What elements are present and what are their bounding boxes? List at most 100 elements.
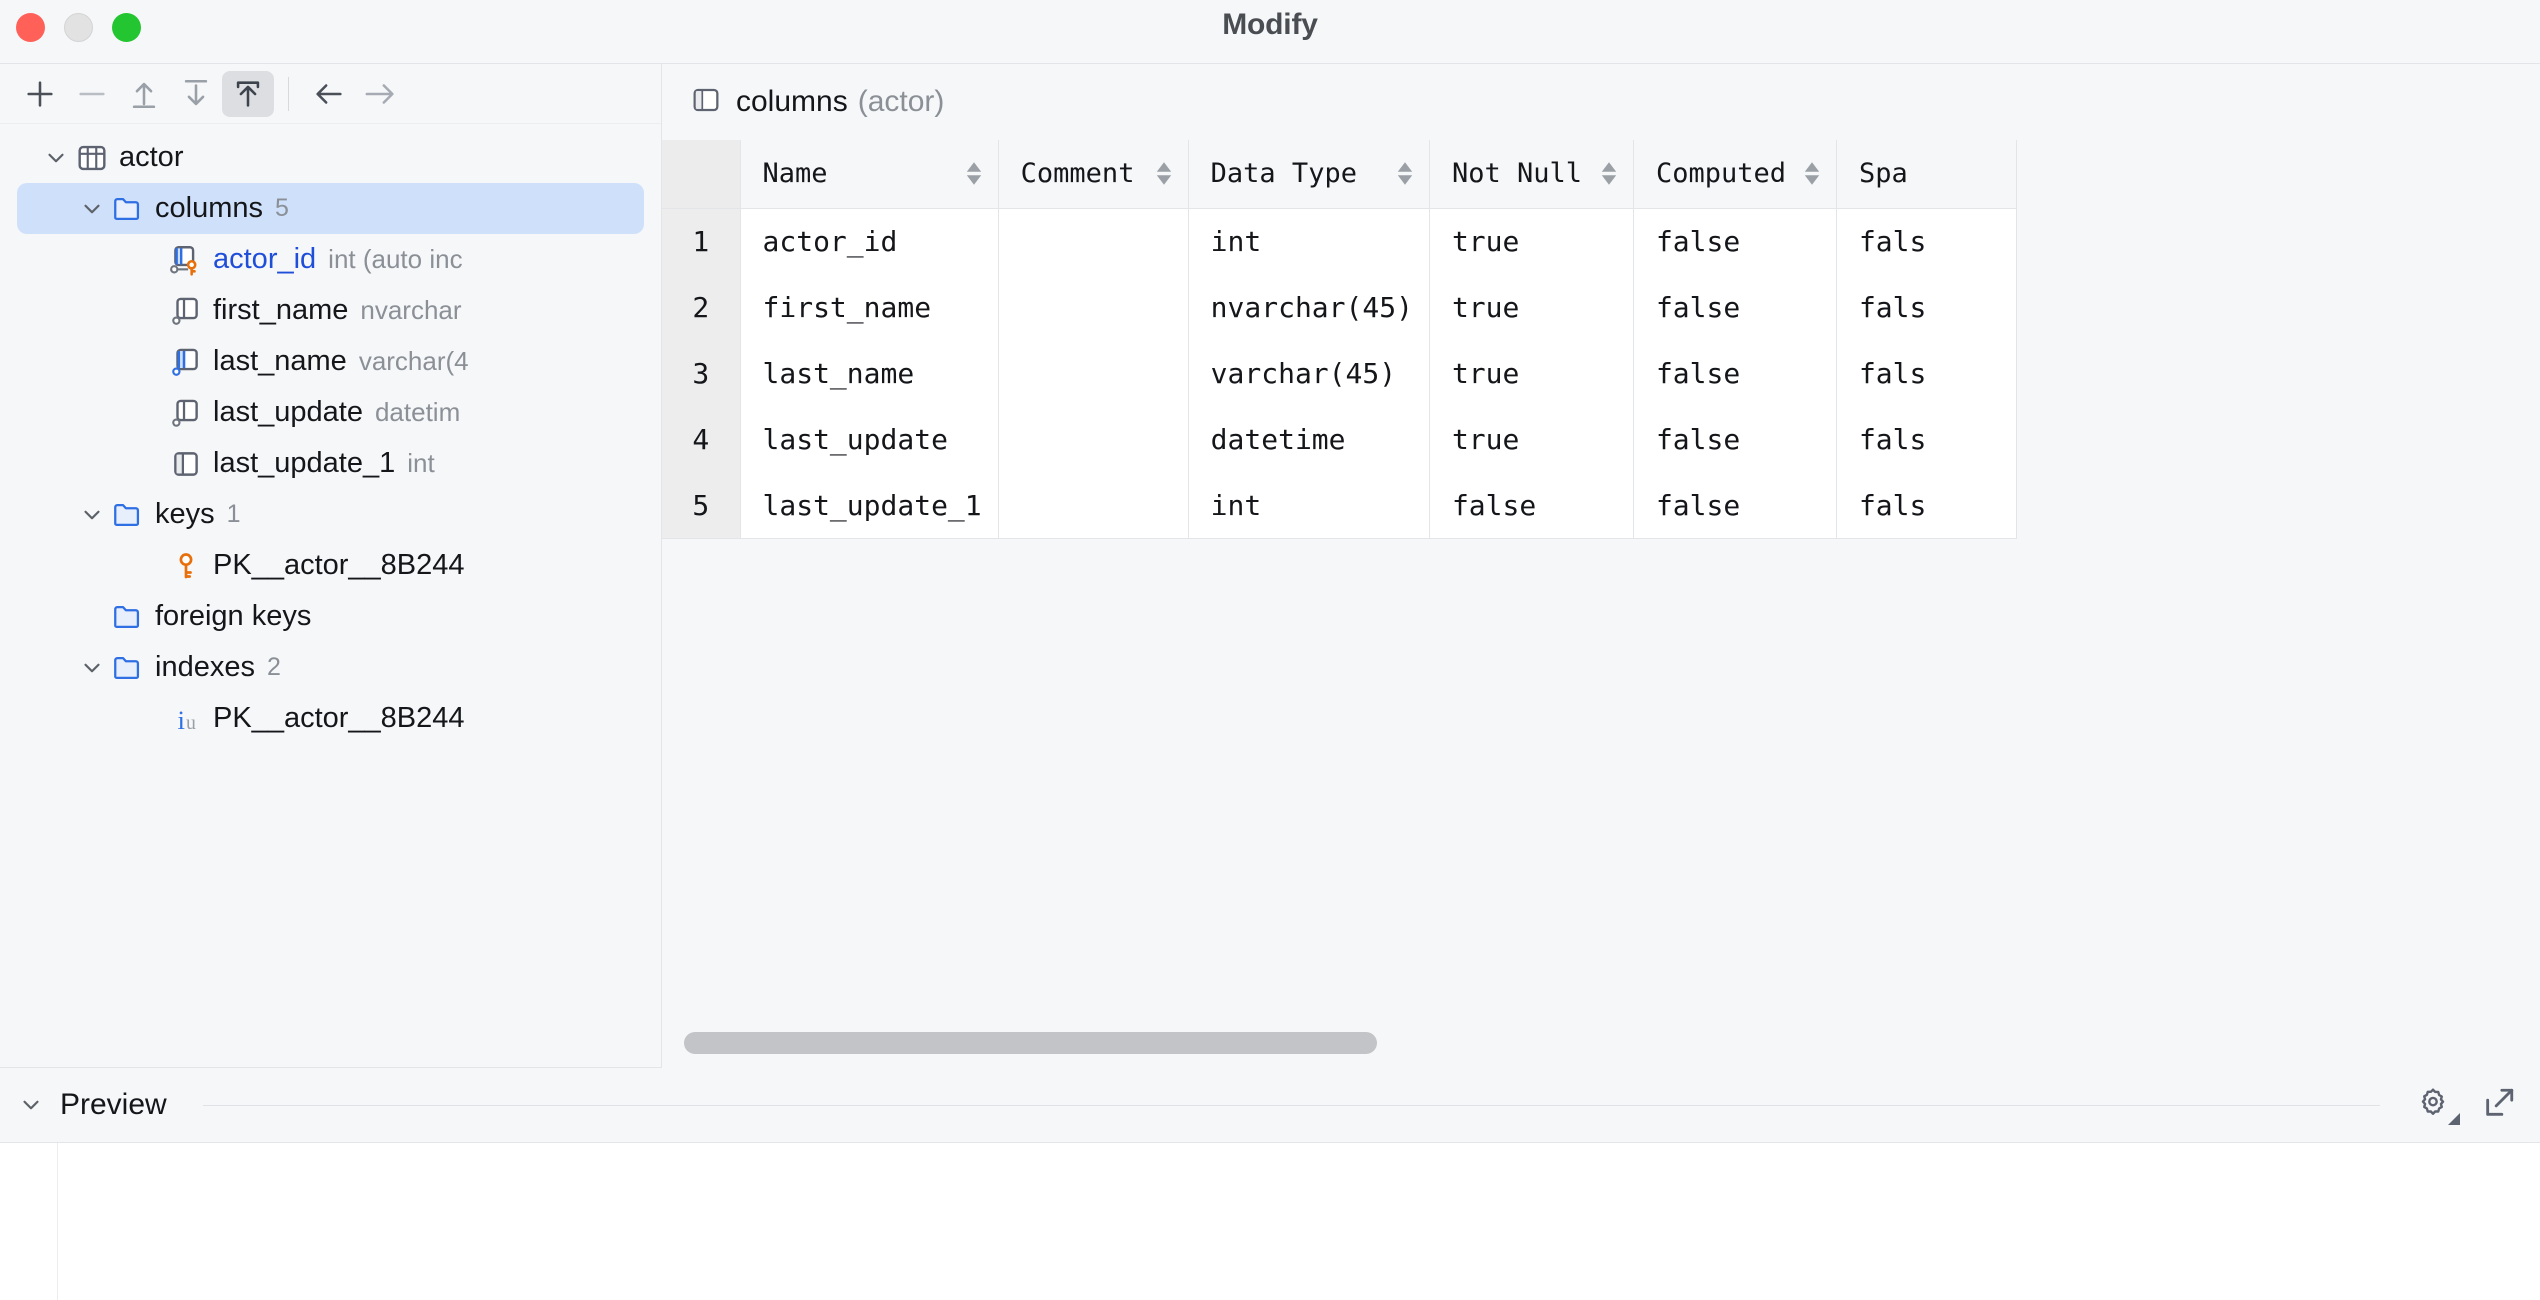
tree-item-pk-actor-8b244[interactable]: i u PK__actor__8B244 [17, 693, 644, 744]
cell-comment[interactable] [998, 340, 1189, 406]
cell-data-type[interactable]: varchar(45) [1188, 340, 1430, 406]
tree-item-foreign-keys[interactable]: foreign keys [17, 591, 644, 642]
column-header-name[interactable]: Name [740, 140, 999, 209]
open-external-icon[interactable] [2482, 1086, 2516, 1125]
cell-not-null[interactable]: true [1429, 274, 1634, 340]
cell-computed[interactable]: false [1633, 274, 1837, 340]
tree-item-actor[interactable]: actor [17, 132, 644, 183]
cell-name[interactable]: last_update_1 [740, 472, 999, 539]
column-mod-icon [167, 345, 205, 379]
column-header-data-type[interactable]: Data Type [1188, 140, 1430, 209]
columns-table: Name Comment Data Type Not Null Computed… [662, 140, 2017, 539]
preview-editor[interactable] [0, 1142, 2540, 1300]
preview-header[interactable]: Preview [0, 1068, 2540, 1142]
chevron-down-icon[interactable] [75, 502, 109, 528]
back-button[interactable] [303, 71, 355, 117]
column-header-label: Comment [1020, 158, 1135, 190]
cell-computed[interactable]: false [1633, 406, 1837, 472]
chevron-down-icon[interactable] [75, 196, 109, 222]
cell-comment[interactable] [998, 274, 1189, 340]
row-number: 2 [662, 274, 741, 340]
grid-header-subject: (actor) [857, 85, 945, 118]
sort-toggle-icon[interactable] [1156, 162, 1172, 186]
sort-toggle-icon[interactable] [1804, 162, 1820, 186]
traffic-light-controls [16, 13, 141, 42]
cell-data-type[interactable]: int [1188, 472, 1430, 539]
cell-comment[interactable] [998, 208, 1189, 274]
column-header-not-null[interactable]: Not Null [1429, 140, 1634, 209]
cell-data-type[interactable]: nvarchar(45) [1188, 274, 1430, 340]
forward-button[interactable] [355, 71, 407, 117]
chevron-down-icon[interactable] [18, 1092, 44, 1118]
chevron-down-icon[interactable] [39, 145, 73, 171]
move-down-button[interactable] [170, 71, 222, 117]
cell-comment[interactable] [998, 406, 1189, 472]
horizontal-scrollbar-thumb[interactable] [684, 1032, 1377, 1054]
cell-name[interactable]: last_update [740, 406, 999, 472]
sort-toggle-icon[interactable] [1601, 162, 1617, 186]
horizontal-scrollbar[interactable] [662, 1020, 2540, 1068]
row-number-header [662, 140, 741, 209]
column-header-spa[interactable]: Spa [1836, 140, 2017, 209]
svg-text:i: i [178, 704, 185, 734]
grid-scroll-area[interactable]: Name Comment Data Type Not Null Computed… [662, 140, 2540, 1068]
cell-name[interactable]: last_name [740, 340, 999, 406]
cell-computed[interactable]: false [1633, 208, 1837, 274]
sort-toggle-icon[interactable] [1397, 162, 1413, 186]
chevron-down-icon[interactable] [75, 655, 109, 681]
sort-toggle-icon[interactable] [966, 162, 982, 186]
remove-button[interactable] [66, 71, 118, 117]
gear-icon[interactable] [2416, 1086, 2460, 1125]
cell-sparse[interactable]: fals [1836, 406, 2017, 472]
cell-comment[interactable] [998, 472, 1189, 539]
cell-sparse[interactable]: fals [1836, 340, 2017, 406]
tree-item-pk-actor-8b244[interactable]: PK__actor__8B244 [17, 540, 644, 591]
cell-data-type[interactable]: int [1188, 208, 1430, 274]
move-up-button[interactable] [118, 71, 170, 117]
cell-data-type[interactable]: datetime [1188, 406, 1430, 472]
column-icon [167, 396, 205, 430]
cell-computed[interactable]: false [1633, 472, 1837, 539]
cell-not-null[interactable]: true [1429, 340, 1634, 406]
add-button[interactable] [14, 71, 66, 117]
maximize-button[interactable] [112, 13, 141, 42]
move-to-top-button[interactable] [222, 70, 274, 117]
cell-name[interactable]: actor_id [740, 208, 999, 274]
cell-computed[interactable]: false [1633, 340, 1837, 406]
close-button[interactable] [16, 13, 45, 42]
minus-icon [79, 92, 105, 95]
cell-not-null[interactable]: true [1429, 208, 1634, 274]
tree-item-label: keys [155, 498, 215, 530]
cell-not-null[interactable]: true [1429, 406, 1634, 472]
cell-sparse[interactable]: fals [1836, 274, 2017, 340]
folder-icon [109, 651, 147, 685]
cell-sparse[interactable]: fals [1836, 208, 2017, 274]
tree-item-count: 5 [275, 194, 289, 222]
toolbar-divider [288, 76, 289, 111]
cell-not-null[interactable]: false [1429, 472, 1634, 539]
cell-name[interactable]: first_name [740, 274, 999, 340]
tree-item-label: foreign keys [155, 600, 312, 632]
column-header-comment[interactable]: Comment [998, 140, 1189, 209]
cell-sparse[interactable]: fals [1836, 472, 2017, 539]
row-number: 5 [662, 472, 741, 539]
minimize-button[interactable] [64, 13, 93, 42]
column-header-computed[interactable]: Computed [1633, 140, 1837, 209]
window-titlebar: Modify [0, 0, 2540, 63]
table-header-row: Name Comment Data Type Not Null Computed… [662, 140, 2017, 209]
